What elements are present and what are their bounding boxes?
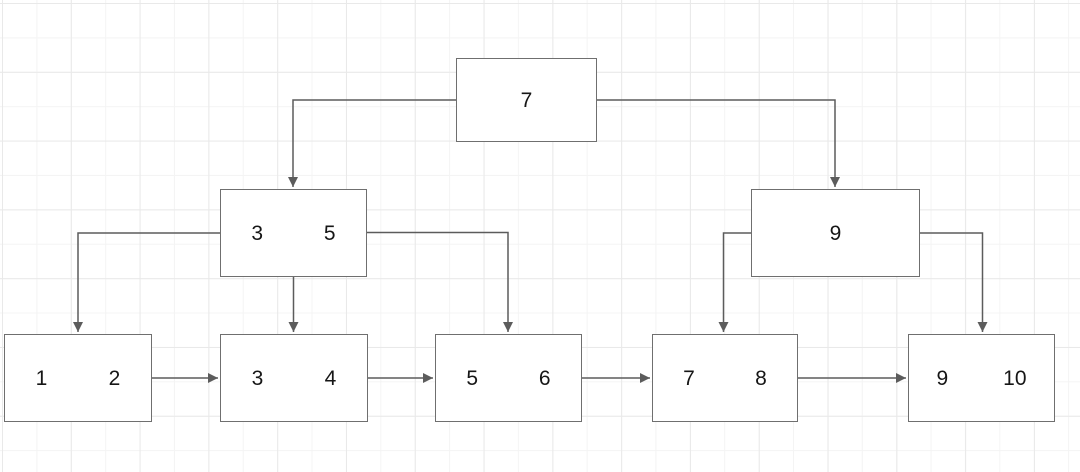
node-key: 6 [538,366,551,390]
node-key: 8 [755,366,767,390]
node-key: 10 [1003,366,1027,390]
node-leaf-12[interactable]: 1 2 [4,334,152,422]
edge-internal-left-to-leaf-12[interactable] [73,232,220,332]
node-key: 3 [251,366,264,390]
node-key: 2 [108,366,121,390]
node-key: 7 [520,88,533,112]
node-leaf-78[interactable]: 7 8 [652,334,798,422]
node-key: 9 [936,366,949,390]
node-key: 5 [323,221,336,245]
node-internal-left[interactable]: 3 5 [220,189,367,277]
edge-root-to-internal-left[interactable] [288,99,456,187]
node-key: 5 [466,366,479,390]
edge-internal-right-to-leaf-78[interactable] [718,232,752,332]
node-key: 9 [829,221,842,245]
node-root[interactable]: 7 [456,58,597,142]
edge-internal-left-to-leaf-56[interactable] [367,231,513,333]
node-internal-right[interactable]: 9 [751,189,920,277]
node-key: 7 [683,366,695,390]
node-leaf-910[interactable]: 9 10 [908,334,1055,422]
edge-root-to-internal-right[interactable] [597,99,840,187]
node-key: 1 [35,366,48,390]
node-leaf-56[interactable]: 5 6 [435,334,582,422]
node-key: 4 [324,366,337,390]
node-key: 3 [251,221,264,245]
edge-internal-right-to-leaf-910[interactable] [920,232,988,332]
node-leaf-34[interactable]: 3 4 [220,334,368,422]
